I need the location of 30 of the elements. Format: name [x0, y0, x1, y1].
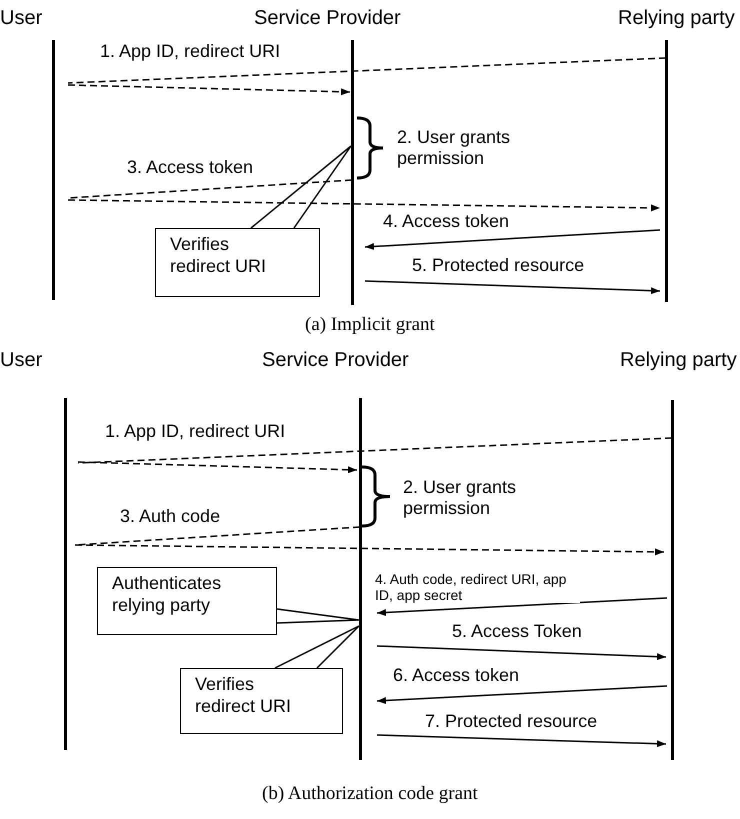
message-arrow — [68, 199, 660, 212]
participant-name: Relying party — [618, 6, 735, 30]
message-line — [68, 57, 666, 84]
message-arrow — [376, 685, 668, 704]
message-line — [68, 179, 352, 199]
message-arrow — [75, 544, 664, 556]
callout-pointer — [274, 625, 360, 669]
participant-name: Relying party — [620, 348, 737, 372]
callout-box: Verifies redirect URI — [155, 228, 320, 297]
message-arrow — [364, 280, 660, 294]
edge-label: 4. Auth code, redirect URI, app ID, app secret — [375, 571, 580, 603]
message-arrow — [376, 645, 666, 660]
figure-caption: (a) Implicit grant — [305, 314, 435, 336]
edge-label: 1. App ID, redirect URI — [100, 41, 280, 62]
participant-name: Service Provider — [262, 348, 409, 372]
participant-name: Service Provider — [254, 6, 401, 30]
message-arrow — [376, 597, 668, 616]
participant-name: User — [0, 6, 42, 30]
callout-pointer — [250, 145, 352, 229]
figure-caption: (b) Authorization code grant — [262, 783, 478, 805]
participant-name: User — [0, 348, 42, 372]
message-arrow — [364, 229, 660, 250]
message-arrow — [78, 461, 358, 474]
callout-box: Authenticates relying party — [97, 567, 277, 635]
callout-box: Verifies redirect URI — [180, 668, 343, 734]
message-line — [78, 437, 672, 464]
callout-pointer — [276, 608, 360, 624]
message-arrow — [68, 84, 350, 96]
edge-label: 1. App ID, redirect URI — [105, 421, 286, 442]
message-arrow — [376, 734, 666, 748]
